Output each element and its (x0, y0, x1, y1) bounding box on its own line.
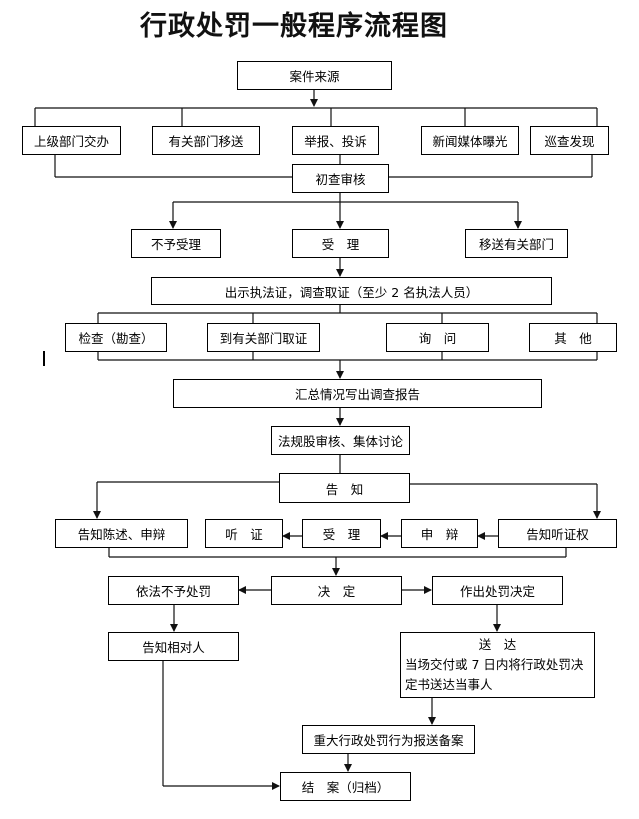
node-label: 汇总情况写出调查报告 (294, 387, 420, 402)
node-label: 移送有关部门 (478, 237, 554, 252)
flowchart-title: 行政处罚一般程序流程图 (140, 11, 448, 42)
node-label: 有关部门移送 (168, 134, 244, 149)
node-label: 初查审核 (315, 172, 366, 187)
node-major-filing[interactable]: 重大行政处罚行为报送备案 (302, 725, 475, 754)
node-media-exposure[interactable]: 新闻媒体曝光 (421, 126, 519, 155)
node-accepted[interactable]: 受 理 (292, 229, 389, 258)
node-label: 作出处罚决定 (459, 584, 535, 599)
node-show-certificate[interactable]: 出示执法证，调查取证（至少 2 名执法人员） (151, 277, 552, 305)
stray-mark (43, 351, 45, 366)
node-label: 听 证 (225, 527, 263, 542)
node-defense[interactable]: 申 辩 (401, 519, 478, 548)
node-initial-review[interactable]: 初查审核 (292, 164, 389, 193)
node-description: 当场交付或 7 日内将行政处罚决定书送达当事人 (405, 657, 584, 692)
node-label: 新闻媒体曝光 (432, 134, 508, 149)
node-label: 巡查发现 (544, 134, 595, 149)
node-label: 检查（勘查） (78, 331, 154, 346)
node-label: 不予受理 (150, 237, 201, 252)
node-report-complaint[interactable]: 举报、投诉 (292, 126, 379, 155)
node-label: 告知听证权 (526, 527, 589, 542)
node-patrol-discovery[interactable]: 巡查发现 (530, 126, 609, 155)
node-label: 告知陈述、申辩 (77, 527, 166, 542)
node-label: 到有关部门取证 (219, 331, 308, 346)
node-other[interactable]: 其 他 (529, 323, 617, 352)
node-label: 其 他 (554, 331, 592, 346)
node-dept-transfer[interactable]: 有关部门移送 (152, 126, 260, 155)
node-inspection[interactable]: 检查（勘查） (65, 323, 167, 352)
node-legal-review[interactable]: 法规股审核、集体讨论 (271, 426, 410, 455)
node-label: 举报、投诉 (304, 134, 367, 149)
node-label: 告知相对人 (142, 640, 205, 655)
node-label: 受 理 (321, 237, 360, 252)
node-case-closed[interactable]: 结 案（归档） (280, 772, 411, 801)
node-make-penalty-decision[interactable]: 作出处罚决定 (432, 576, 563, 605)
node-label: 受 理 (322, 527, 361, 542)
node-label: 重大行政处罚行为报送备案 (313, 733, 464, 748)
node-delivery[interactable]: 送 达 当场交付或 7 日内将行政处罚决定书送达当事人 (400, 632, 595, 698)
node-summary-report[interactable]: 汇总情况写出调查报告 (173, 379, 542, 408)
node-case-source[interactable]: 案件来源 (237, 61, 392, 90)
node-label: 案件来源 (289, 69, 340, 84)
node-inquiry[interactable]: 询 问 (386, 323, 489, 352)
node-hearing[interactable]: 听 证 (205, 519, 283, 548)
node-notify-hearing-right[interactable]: 告知听证权 (498, 519, 617, 548)
node-superior-assignment[interactable]: 上级部门交办 (22, 126, 121, 155)
node-label: 结 案（归档） (301, 780, 390, 795)
node-not-accepted[interactable]: 不予受理 (131, 229, 221, 258)
node-notify-statement-defense[interactable]: 告知陈述、申辩 (55, 519, 188, 548)
node-label: 上级部门交办 (33, 134, 109, 149)
node-label: 询 问 (418, 331, 457, 346)
node-label: 依法不予处罚 (135, 584, 211, 599)
node-evidence-from-dept[interactable]: 到有关部门取证 (207, 323, 320, 352)
node-label: 出示执法证，调查取证（至少 2 名执法人员） (224, 284, 479, 300)
node-label: 法规股审核、集体讨论 (277, 434, 403, 449)
node-no-penalty[interactable]: 依法不予处罚 (108, 576, 239, 605)
node-label: 告 知 (325, 481, 364, 497)
node-accept-hearing[interactable]: 受 理 (302, 519, 381, 548)
node-label: 申 辩 (420, 527, 459, 542)
node-transfer-to-dept[interactable]: 移送有关部门 (465, 229, 568, 258)
node-label: 送 达 (478, 637, 517, 652)
node-label: 决 定 (317, 584, 356, 599)
node-notify[interactable]: 告 知 (279, 473, 410, 503)
node-notify-party[interactable]: 告知相对人 (108, 632, 239, 661)
node-decision[interactable]: 决 定 (271, 576, 402, 605)
